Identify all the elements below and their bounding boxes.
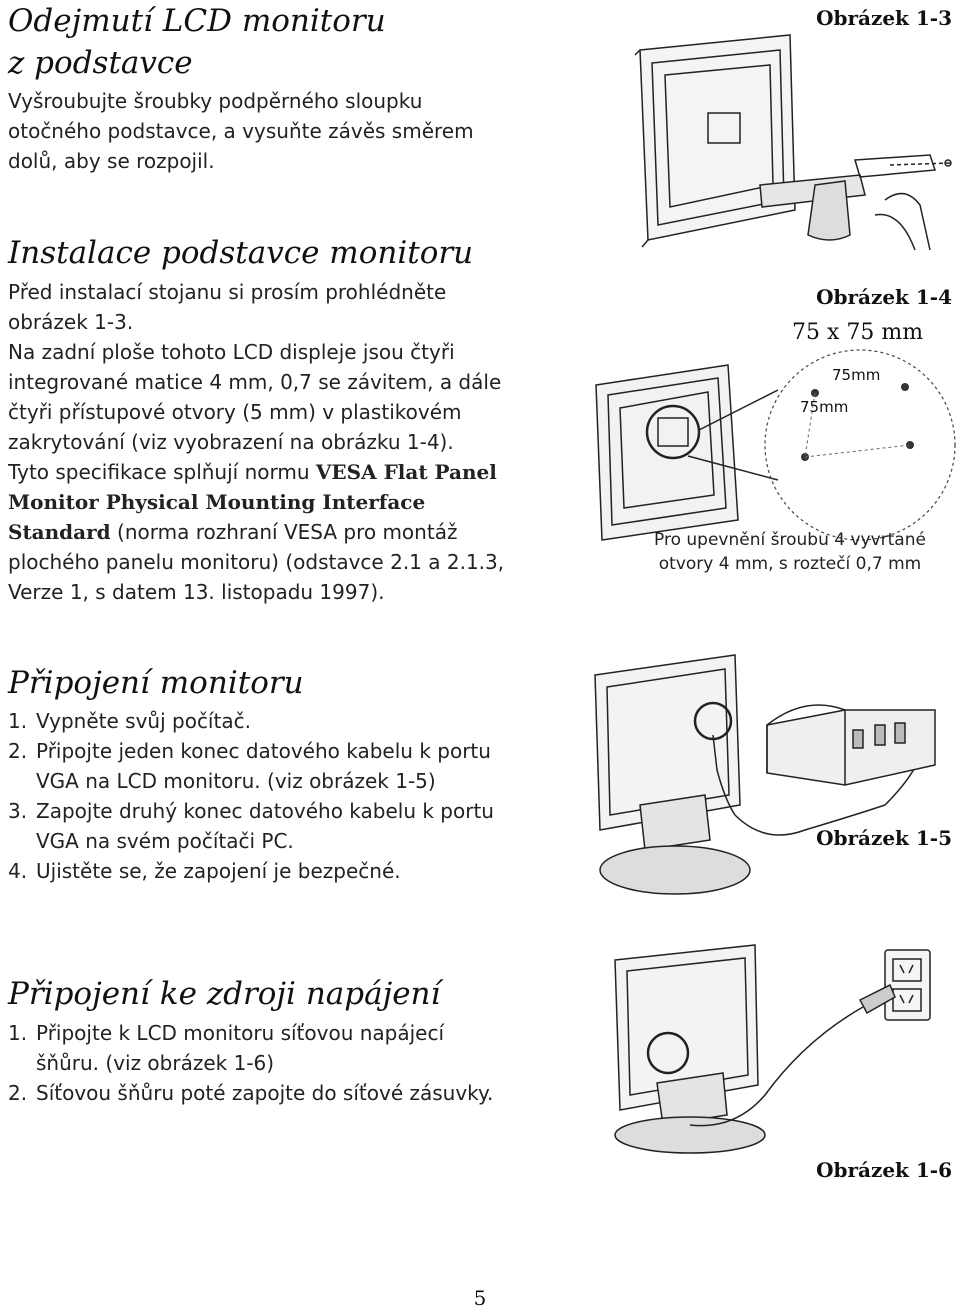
monitor-back-drawing (635, 35, 795, 247)
monitor-back-drawing (595, 655, 925, 894)
step-number: 2. (8, 739, 28, 763)
heading-connect-monitor: Připojení monitoru (8, 665, 304, 701)
list-item: 1. Vypněte svůj počítač. (8, 706, 578, 736)
step-text: Ujistěte se, že zapojení je bezpečné. (36, 859, 401, 883)
text-line: otočného podstavce, a vysuňte závěs směr… (8, 119, 474, 143)
text-line: Monitor Physical Mounting Interface (8, 487, 588, 517)
step-number: 1. (8, 709, 28, 733)
monitor-back-drawing (596, 365, 778, 540)
mounting-holes (801, 383, 914, 461)
text-line: plochého panelu monitoru) (odstavce 2.1 … (8, 550, 505, 574)
figure-1-4-monitor-back (588, 330, 788, 540)
caption-line: otvory 4 mm, s roztečí 0,7 mm (658, 554, 922, 574)
connect-power-steps: 1. Připojte k LCD monitoru síťovou napáje… (8, 1018, 578, 1108)
step-text: Připojte k LCD monitoru síťovou napájecí (36, 1021, 445, 1045)
vesa-standard-name: Standard (8, 520, 111, 544)
figure-1-4-vesa-circle (760, 345, 960, 545)
figure-1-4-caption: Pro upevnění šroubu 4 vyvrtané otvory 4 … (620, 528, 960, 576)
step-text: Síťovou šňůru poté zapojte do síťové zás… (36, 1081, 494, 1105)
zoom-circle (765, 350, 955, 540)
heading-line: Odejmutí LCD monitoru (8, 3, 386, 39)
step-text: šňůru. (viz obrázek 1-6) (36, 1051, 275, 1075)
text-line: obrázek 1-3. (8, 310, 134, 334)
text-line: Vyšroubujte šroubky podpěrného sloupku (8, 89, 423, 113)
text-line: integrované matice 4 mm, 0,7 se závitem,… (8, 370, 502, 394)
vesa-dim-vertical: 75mm (800, 398, 849, 416)
heading-line: z podstavce (8, 45, 193, 81)
stand-hinge-drawing (760, 155, 951, 250)
list-item: 2. Síťovou šňůru poté zapojte do síťové z… (8, 1078, 578, 1108)
step-number: 1. (8, 1021, 28, 1045)
text-line: Tyto specifikace splňují normu VESA Flat… (8, 457, 588, 487)
vesa-standard-name: Monitor Physical Mounting Interface (8, 490, 426, 514)
text-line: dolů, aby se rozpojil. (8, 149, 215, 173)
text-line: Na zadní ploše tohoto LCD displeje jsou … (8, 340, 455, 364)
step-text: Zapojte druhý konec datového kabelu k po… (36, 799, 494, 823)
step-number: 2. (8, 1081, 28, 1105)
step-text: Vypněte svůj počítač. (36, 709, 251, 733)
step-text: VGA na LCD monitoru. (viz obrázek 1-5) (36, 769, 436, 793)
figure-label-1-4: Obrázek 1-4 (816, 285, 952, 309)
figure-label-1-6: Obrázek 1-6 (816, 1158, 952, 1182)
remove-stand-text: Vyšroubujte šroubky podpěrného sloupku o… (8, 86, 568, 176)
step-text: VGA na svém počítači PC. (36, 829, 294, 853)
text-line: zakrytování (viz vyobrazení na obrázku 1… (8, 430, 454, 454)
vesa-standard-name: VESA Flat Panel (315, 460, 497, 484)
wall-outlet-drawing (690, 950, 930, 1126)
step-number: 3. (8, 799, 28, 823)
heading-connect-power: Připojení ke zdroji napájení (8, 976, 441, 1012)
list-item: 3. Zapojte druhý konec datového kabelu k … (8, 796, 578, 856)
list-item: 4. Ujistěte se, že zapojení je bezpečné. (8, 856, 578, 886)
page-number: 5 (473, 1286, 487, 1310)
figure-1-6-illustration (605, 945, 940, 1145)
vesa-dim-horizontal: 75mm (832, 366, 881, 384)
vesa-note: (norma rozhraní VESA pro montáž (110, 520, 458, 544)
connect-monitor-steps: 1. Vypněte svůj počítač. 2. Připojte jeden… (8, 706, 578, 886)
list-item: 1. Připojte k LCD monitoru síťovou napáje… (8, 1018, 578, 1078)
figure-1-3-illustration (630, 35, 955, 250)
text-line: čtyři přístupové otvory (5 mm) v plastik… (8, 400, 462, 424)
monitor-back-drawing (615, 945, 765, 1153)
heading-remove-stand: Odejmutí LCD monitoru z podstavce (8, 0, 386, 84)
text-line: Standard (norma rozhraní VESA pro montáž (8, 517, 588, 547)
vesa-prefix: Tyto specifikace splňují normu (8, 460, 310, 484)
figure-label-1-5: Obrázek 1-5 (816, 826, 952, 850)
text-line: Před instalací stojanu si prosím prohléd… (8, 280, 447, 304)
figure-label-1-3: Obrázek 1-3 (816, 6, 952, 30)
step-text: Připojte jeden konec datového kabelu k p… (36, 739, 491, 763)
step-number: 4. (8, 859, 28, 883)
heading-install-stand: Instalace podstavce monitoru (8, 235, 474, 271)
figure-1-5-illustration (585, 655, 955, 900)
list-item: 2. Připojte jeden konec datového kabelu k… (8, 736, 578, 796)
computer-case-drawing (767, 705, 935, 785)
install-stand-text: Před instalací stojanu si prosím prohléd… (8, 277, 588, 607)
vesa-dimension-label: 75 x 75 mm (792, 320, 924, 345)
text-line: Verze 1, s datem 13. listopadu 1997). (8, 580, 385, 604)
caption-line: Pro upevnění šroubu 4 vyvrtané (654, 530, 926, 550)
